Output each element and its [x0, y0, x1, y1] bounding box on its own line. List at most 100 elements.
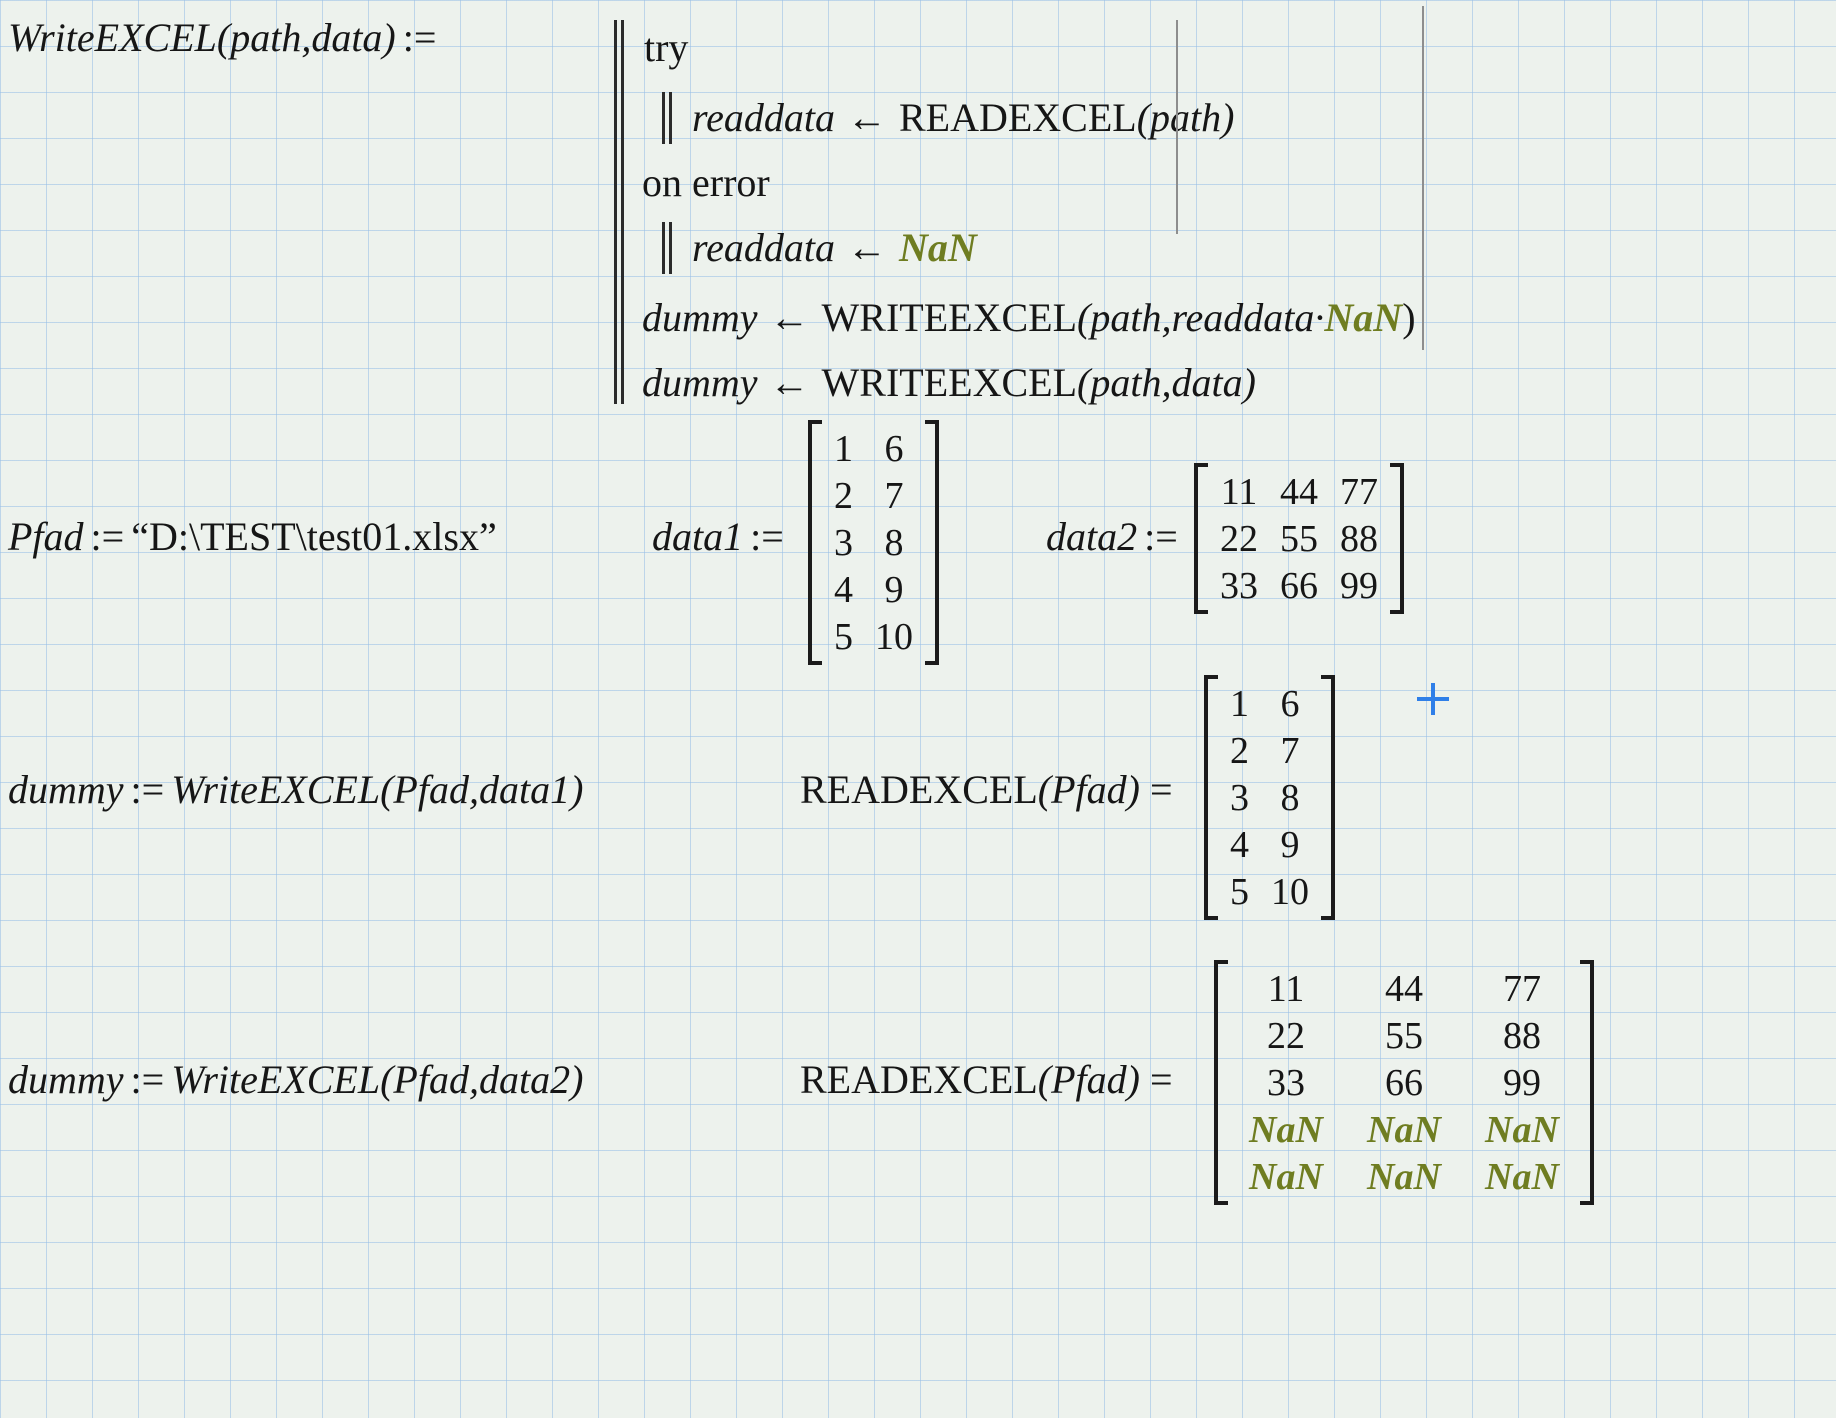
data1-label: data1 := [652, 513, 791, 561]
fn-args: (Pfad,data2) [380, 1057, 584, 1102]
matrix-bracket-right [1321, 675, 1335, 920]
matrix-cell: 5 [834, 615, 853, 658]
nan-literal: NaN [1324, 295, 1403, 340]
equals-operator: = [1149, 767, 1173, 812]
assign-operator: := [130, 1057, 165, 1102]
keyword-on-error: on error [642, 160, 770, 205]
region-write-call-2[interactable]: dummy := WriteEXCEL (Pfad,data2) [8, 1056, 583, 1104]
matrix-cell: NaN [1485, 1108, 1559, 1151]
matrix-cell: NaN [1485, 1155, 1559, 1198]
matrix-cell: 8 [1280, 776, 1300, 819]
matrix-cell: 6 [1280, 682, 1300, 725]
matrix-cell: 6 [884, 427, 904, 470]
matrix-cell: NaN [1249, 1155, 1323, 1198]
matrix-bracket-left [1194, 463, 1208, 614]
fn-args: (Pfad,data1) [380, 767, 584, 812]
matrix-cell: 77 [1503, 967, 1541, 1010]
matrix-cell: 1 [1230, 682, 1249, 725]
local-assign-arrow: ← [769, 360, 810, 405]
edit-cursor-line [1176, 20, 1178, 234]
try-body-bar [662, 92, 672, 144]
assign-operator: := [90, 514, 125, 559]
matrix-cell: 4 [1230, 823, 1249, 866]
matrix-cell: NaN [1249, 1108, 1323, 1151]
matrix-cell: 3 [834, 521, 853, 564]
matrix-cell: 2 [1230, 729, 1249, 772]
matrix-cell: 22 [1220, 517, 1258, 560]
equals-operator: = [1149, 1057, 1173, 1102]
var-data2: data2 [1046, 514, 1138, 559]
assign-operator: := [750, 514, 784, 559]
matrix-cell: 9 [884, 568, 904, 611]
var-dummy: dummy [8, 767, 124, 812]
matrix-cell: 7 [1280, 729, 1300, 772]
function-lhs: WriteEXCEL(path,data) [8, 15, 396, 60]
local-assign-arrow: ← [769, 295, 810, 340]
matrix-cell: 33 [1267, 1061, 1305, 1104]
matrix-bracket-right [1580, 960, 1594, 1205]
fn-writeexcel-user: WriteEXCEL [171, 767, 381, 812]
pfad-string-value: “D:\TEST\test01.xlsx” [131, 514, 497, 559]
keyword-try: try [644, 25, 689, 70]
fn-writeexcel-args-post: ) [1402, 295, 1416, 340]
var-data1: data1 [652, 514, 744, 559]
nan-literal: NaN [898, 225, 977, 270]
try-keyword-line: try [644, 24, 688, 72]
matrix-cell: 3 [1230, 776, 1249, 819]
var-readdata: readdata [692, 95, 835, 140]
matrix-cell: 88 [1340, 517, 1378, 560]
var-dummy: dummy [642, 295, 758, 340]
matrix-cell: 88 [1503, 1014, 1541, 1057]
edit-cursor-line [1422, 6, 1424, 350]
matrix-cell: 77 [1340, 470, 1378, 513]
var-readdata: readdata [692, 225, 835, 270]
fn-readexcel-args: (path) [1136, 95, 1235, 140]
matrix-cell: 66 [1280, 564, 1318, 607]
matrix-cell: 44 [1385, 967, 1423, 1010]
matrix-cell: 99 [1340, 564, 1378, 607]
matrix-cell: 55 [1280, 517, 1318, 560]
insertion-crosshair-cursor [1417, 683, 1449, 715]
fn-writeexcel-user: WriteEXCEL [171, 1057, 381, 1102]
region-pfad-definition[interactable]: Pfad := “D:\TEST\test01.xlsx” [8, 513, 497, 561]
matrix-cell: NaN [1367, 1108, 1441, 1151]
readexcel-eval-label: READEXCEL (Pfad) = [800, 766, 1173, 814]
matrix-cell: 55 [1385, 1014, 1423, 1057]
write-nan-line: dummy ← WRITEEXCEL (path,readdata· NaN ) [642, 294, 1416, 342]
matrix-cell: NaN [1367, 1155, 1441, 1198]
fn-readexcel: READEXCEL [898, 95, 1137, 140]
fn-readexcel: READEXCEL [800, 1057, 1038, 1102]
var-dummy: dummy [8, 1057, 124, 1102]
matrix-cell: 33 [1220, 564, 1258, 607]
matrix-cell: 4 [834, 568, 853, 611]
matrix-cell: 66 [1385, 1061, 1423, 1104]
write-data-line: dummy ← WRITEEXCEL (path,data) [642, 359, 1256, 407]
matrix-cell: 1 [834, 427, 853, 470]
on-error-body-line: readdata ← NaN [692, 224, 977, 272]
fn-args: (Pfad) [1037, 767, 1140, 812]
var-dummy: dummy [642, 360, 758, 405]
matrix-cell: 8 [884, 521, 904, 564]
program-operator-bar [614, 20, 624, 404]
region-write-call-1[interactable]: dummy := WriteEXCEL (Pfad,data1) [8, 766, 583, 814]
fn-readexcel: READEXCEL [800, 767, 1038, 812]
matrix-cell: 7 [884, 474, 904, 517]
assign-operator: := [402, 15, 437, 60]
matrix-cell: 2 [834, 474, 853, 517]
function-signature: WriteEXCEL(path,data) := [8, 14, 443, 62]
matrix-cell: 11 [1267, 967, 1305, 1010]
assign-operator: := [130, 767, 165, 812]
fn-writeexcel-args-pre: (path,readdata· [1077, 295, 1325, 340]
try-body-line: readdata ← READEXCEL (path) [692, 94, 1234, 142]
matrix-cell: 9 [1280, 823, 1300, 866]
matrix-cell: 5 [1230, 870, 1249, 913]
matrix-bracket-left [1214, 960, 1228, 1205]
